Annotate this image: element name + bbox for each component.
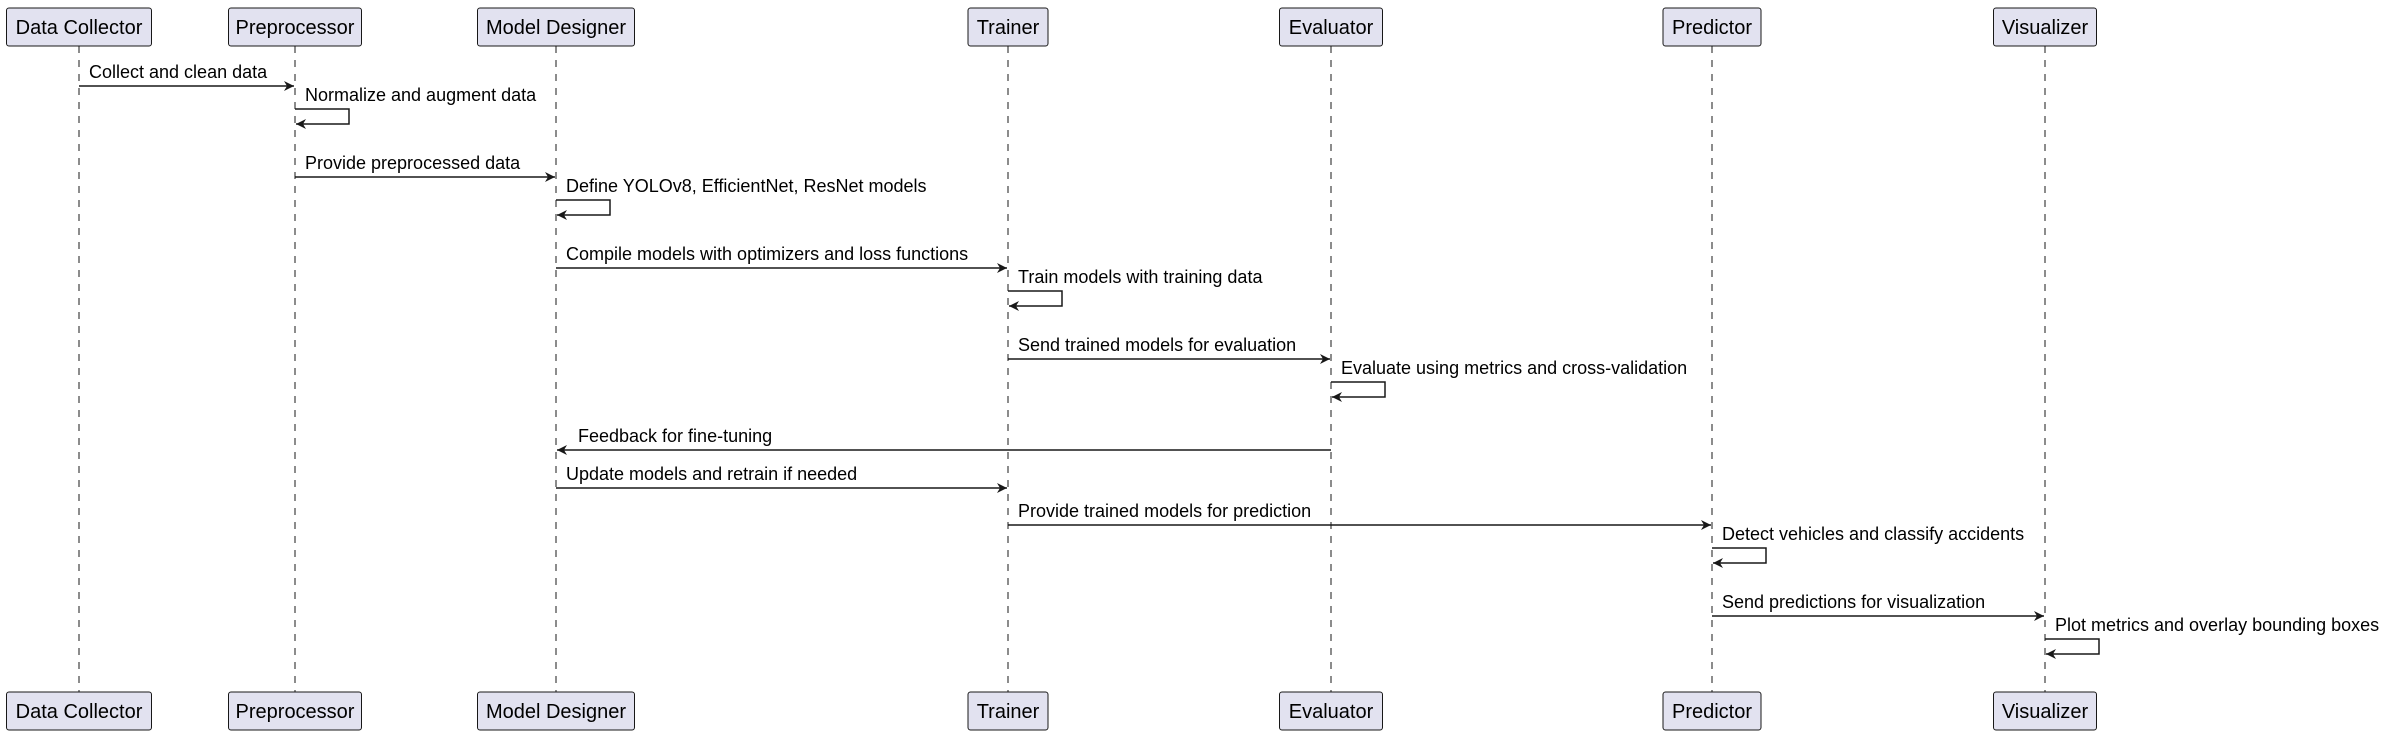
message-label: Send predictions for visualization xyxy=(1722,592,1985,612)
participant-box-p2-bottom: Preprocessor xyxy=(228,691,362,731)
participant-box-p3-bottom: Model Designer xyxy=(477,691,635,731)
lifelines xyxy=(78,46,2046,692)
message-label: Normalize and augment data xyxy=(305,85,537,105)
participant-box-p4-top: Trainer xyxy=(967,7,1049,47)
message-12: Detect vehicles and classify accidents xyxy=(1712,524,2024,568)
participant-label: Trainer xyxy=(977,701,1040,723)
message-label: Feedback for fine-tuning xyxy=(578,426,772,446)
message-label: Define YOLOv8, EfficientNet, ResNet mode… xyxy=(566,176,927,196)
participant-label: Preprocessor xyxy=(236,17,355,39)
participant-box-p3-top: Model Designer xyxy=(477,7,635,47)
participant-box-rect xyxy=(1662,691,1762,731)
participant-label: Predictor xyxy=(1672,17,1752,39)
participant-label: Model Designer xyxy=(486,701,626,723)
participant-footer-row: Data Collector Preprocessor Model Designer… xyxy=(6,691,2097,731)
message-1: Collect and clean data xyxy=(79,62,294,91)
message-label: Detect vehicles and classify accidents xyxy=(1722,524,2024,544)
participant-box-rect xyxy=(228,691,362,731)
participant-box-p6-bottom: Predictor xyxy=(1662,691,1762,731)
participant-label: Data Collector xyxy=(16,17,143,39)
self-message-arrow xyxy=(295,108,350,129)
participant-box-rect xyxy=(967,7,1049,47)
participant-box-p7-top: Visualizer xyxy=(1993,7,2097,47)
participant-header-row: Data Collector Preprocessor Model Designer… xyxy=(6,7,2097,47)
participant-label: Trainer xyxy=(977,17,1040,39)
participant-label: Model Designer xyxy=(486,17,626,39)
message-5: Compile models with optimizers and loss … xyxy=(556,244,1007,273)
participant-box-p2-top: Preprocessor xyxy=(228,7,362,47)
message-label: Provide trained models for prediction xyxy=(1018,501,1311,521)
message-8: Evaluate using metrics and cross-validat… xyxy=(1331,358,1687,402)
participant-label: Data Collector xyxy=(16,701,143,723)
participant-box-rect xyxy=(1993,7,2097,47)
self-message-arrow xyxy=(1008,290,1063,311)
message-4: Define YOLOv8, EfficientNet, ResNet mode… xyxy=(556,176,927,220)
self-message-arrow xyxy=(556,199,611,220)
message-9: Feedback for fine-tuning xyxy=(557,426,1331,455)
participant-label: Evaluator xyxy=(1289,701,1374,723)
message-6: Train models with training data xyxy=(1008,267,1263,311)
participant-box-p5-bottom: Evaluator xyxy=(1279,691,1383,731)
participant-box-rect xyxy=(6,691,152,731)
participant-box-rect xyxy=(477,7,635,47)
message-10: Update models and retrain if needed xyxy=(556,464,1007,493)
message-label: Collect and clean data xyxy=(89,62,268,82)
participant-box-rect xyxy=(6,7,152,47)
message-13: Send predictions for visualization xyxy=(1712,592,2044,621)
participant-box-rect xyxy=(477,691,635,731)
participant-label: Evaluator xyxy=(1289,17,1374,39)
participant-box-rect xyxy=(1279,7,1383,47)
message-label: Plot metrics and overlay bounding boxes xyxy=(2055,615,2379,635)
message-3: Provide preprocessed data xyxy=(295,153,555,182)
participant-box-p6-top: Predictor xyxy=(1662,7,1762,47)
self-message-arrow xyxy=(1331,381,1386,402)
participant-box-rect xyxy=(1993,691,2097,731)
message-label: Provide preprocessed data xyxy=(305,153,521,173)
message-11: Provide trained models for prediction xyxy=(1008,501,1711,530)
message-14: Plot metrics and overlay bounding boxes xyxy=(2045,615,2379,659)
message-label: Send trained models for evaluation xyxy=(1018,335,1296,355)
message-label: Evaluate using metrics and cross-validat… xyxy=(1341,358,1687,378)
participant-box-p5-top: Evaluator xyxy=(1279,7,1383,47)
participant-label: Visualizer xyxy=(2002,17,2089,39)
message-7: Send trained models for evaluation xyxy=(1008,335,1330,364)
participant-box-rect xyxy=(1662,7,1762,47)
message-label: Train models with training data xyxy=(1018,267,1263,287)
participant-box-p7-bottom: Visualizer xyxy=(1993,691,2097,731)
message-label: Update models and retrain if needed xyxy=(566,464,857,484)
participant-box-rect xyxy=(967,691,1049,731)
participant-box-rect xyxy=(228,7,362,47)
message-2: Normalize and augment data xyxy=(295,85,537,129)
participant-box-p4-bottom: Trainer xyxy=(967,691,1049,731)
participant-label: Predictor xyxy=(1672,701,1752,723)
participant-box-p1-top: Data Collector xyxy=(6,7,152,47)
participant-box-p1-bottom: Data Collector xyxy=(6,691,152,731)
message-label: Compile models with optimizers and loss … xyxy=(566,244,968,264)
participant-box-rect xyxy=(1279,691,1383,731)
participant-label: Visualizer xyxy=(2002,701,2089,723)
participant-label: Preprocessor xyxy=(236,701,355,723)
self-message-arrow xyxy=(2045,638,2100,659)
self-message-arrow xyxy=(1712,547,1767,568)
